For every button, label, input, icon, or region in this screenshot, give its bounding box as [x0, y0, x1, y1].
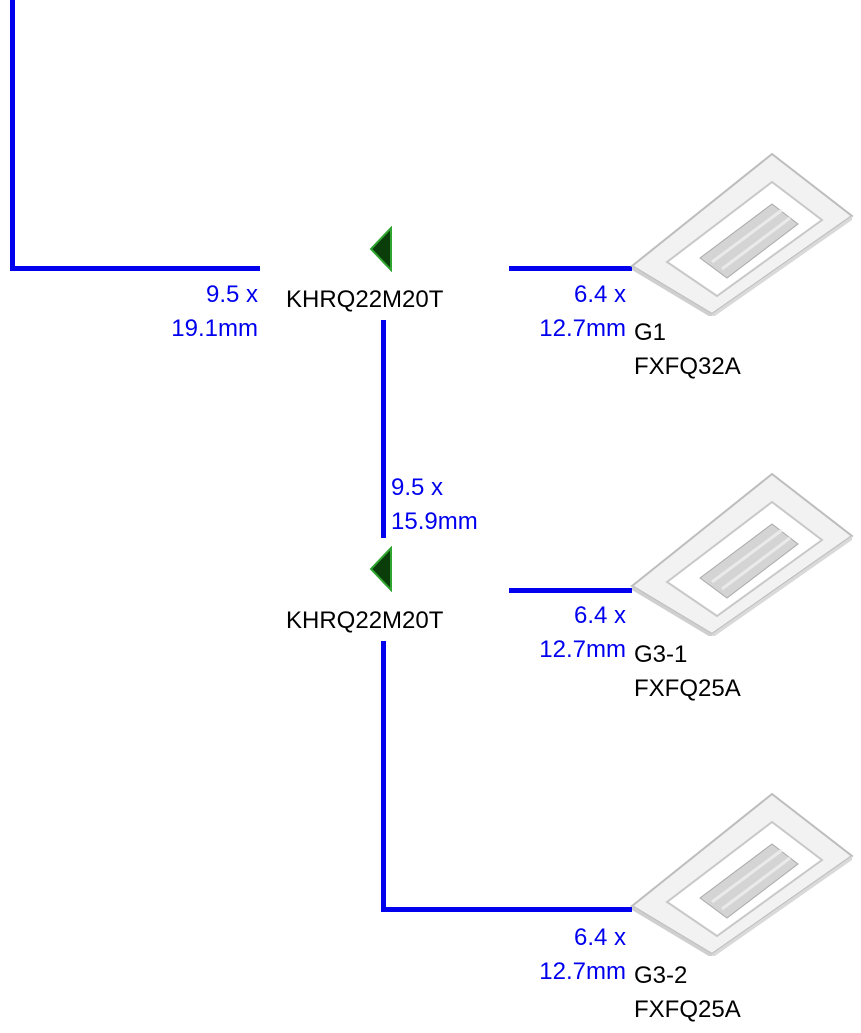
- trunk-pipe-lower-vertical: [381, 641, 386, 912]
- ceiling-cassette-icon: [630, 792, 854, 956]
- unit-label: G3-1 FXFQ25A: [634, 638, 741, 706]
- refnet-joint-icon: [369, 226, 392, 272]
- main-pipe-horizontal: [10, 266, 260, 271]
- pipe-size-line1: 6.4 x: [573, 602, 626, 629]
- pipe-size-line1: 6.4 x: [573, 924, 626, 951]
- pipe-size-line2: 12.7mm: [539, 958, 626, 985]
- branch-pipe-g3-2-horizontal: [381, 907, 632, 912]
- branch-pipe-g1: [509, 266, 632, 271]
- pipe-size-line2: 12.7mm: [539, 315, 626, 342]
- pipe-size-label: 6.4 x 12.7mm: [498, 921, 626, 989]
- unit-model: FXFQ32A: [634, 353, 741, 380]
- joint-model-label: KHRQ22M20T: [286, 286, 444, 313]
- pipe-size-line2: 15.9mm: [391, 508, 478, 535]
- pipe-size-line2: 12.7mm: [539, 636, 626, 663]
- ceiling-cassette-icon: [630, 472, 854, 636]
- unit-id: G3-2: [634, 962, 688, 989]
- branch-pipe-g3-1: [509, 588, 632, 593]
- pipe-size-label: 9.5 x 19.1mm: [130, 278, 258, 346]
- unit-label: G3-2 FXFQ25A: [634, 959, 741, 1027]
- pipe-size-label: 6.4 x 12.7mm: [498, 599, 626, 667]
- unit-id: G3-1: [634, 641, 688, 668]
- trunk-pipe-vertical: [381, 320, 386, 538]
- joint-model-label: KHRQ22M20T: [286, 607, 444, 634]
- ceiling-cassette-icon: [630, 152, 854, 316]
- unit-model: FXFQ25A: [634, 675, 741, 702]
- pipe-size-label: 6.4 x 12.7mm: [498, 278, 626, 346]
- pipe-size-line1: 9.5 x: [391, 474, 444, 501]
- pipe-size-line1: 6.4 x: [573, 281, 626, 308]
- unit-id: G1: [634, 319, 667, 346]
- pipe-size-line2: 19.1mm: [171, 315, 258, 342]
- pipe-size-label: 9.5 x 15.9mm: [391, 471, 478, 539]
- unit-model: FXFQ25A: [634, 996, 741, 1023]
- refnet-joint-icon: [369, 546, 392, 592]
- unit-label: G1 FXFQ32A: [634, 316, 741, 384]
- main-pipe-vertical: [10, 0, 15, 271]
- pipe-size-line1: 9.5 x: [205, 281, 258, 308]
